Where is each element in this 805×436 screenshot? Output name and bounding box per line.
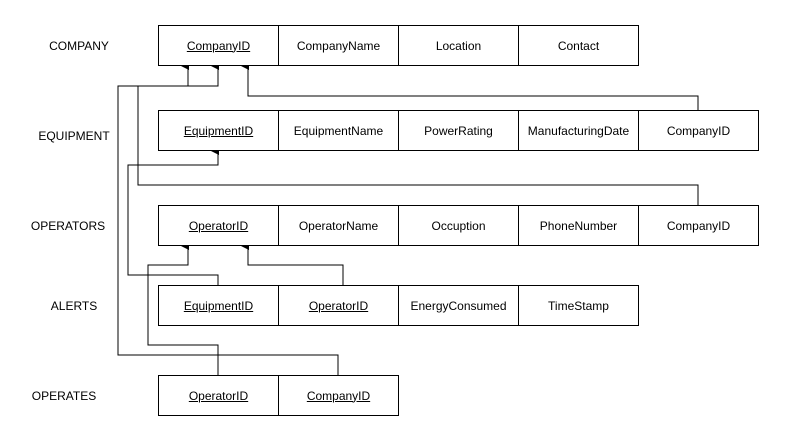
entity-label-operators: OPERATORS xyxy=(30,219,106,233)
link-operators-companyid-to-company xyxy=(137,62,699,205)
field-alerts-equipmentid: EquipmentID xyxy=(158,285,279,326)
field-equipment-companyid: CompanyID xyxy=(638,110,759,151)
link-alerts-equipmentid-to-equipment xyxy=(127,147,219,285)
field-alerts-energyconsumed: EnergyConsumed xyxy=(398,285,519,326)
link-equipment-companyid-to-company xyxy=(241,62,699,110)
link-operates-companyid-to-company xyxy=(117,62,339,375)
entity-label-company: COMPANY xyxy=(49,39,109,53)
field-company-location: Location xyxy=(398,25,519,66)
field-operators-phonenumber: PhoneNumber xyxy=(518,205,639,246)
field-company-contact: Contact xyxy=(518,25,639,66)
field-alerts-timestamp: TimeStamp xyxy=(518,285,639,326)
field-operates-companyid: CompanyID xyxy=(278,375,399,416)
field-equipment-equipmentname: EquipmentName xyxy=(278,110,399,151)
field-company-companyid: CompanyID xyxy=(158,25,279,66)
field-operates-operatorid: OperatorID xyxy=(158,375,279,416)
field-company-companyname: CompanyName xyxy=(278,25,399,66)
field-equipment-powerrating: PowerRating xyxy=(398,110,519,151)
field-alerts-operatorid: OperatorID xyxy=(278,285,399,326)
entity-label-alerts: ALERTS xyxy=(50,299,98,313)
link-alerts-operatorid-to-operators xyxy=(241,242,344,285)
field-equipment-equipmentid: EquipmentID xyxy=(158,110,279,151)
field-operators-operatorid: OperatorID xyxy=(158,205,279,246)
link-operates-operatorid-to-operators xyxy=(147,242,219,375)
field-operators-companyid: CompanyID xyxy=(638,205,759,246)
field-operators-operatorname: OperatorName xyxy=(278,205,399,246)
entity-label-operates: OPERATES xyxy=(31,389,97,403)
entity-label-equipment: EQUIPMENT xyxy=(38,129,110,143)
field-equipment-manufacturingdate: ManufacturingDate xyxy=(518,110,639,151)
field-operators-occuption: Occuption xyxy=(398,205,519,246)
